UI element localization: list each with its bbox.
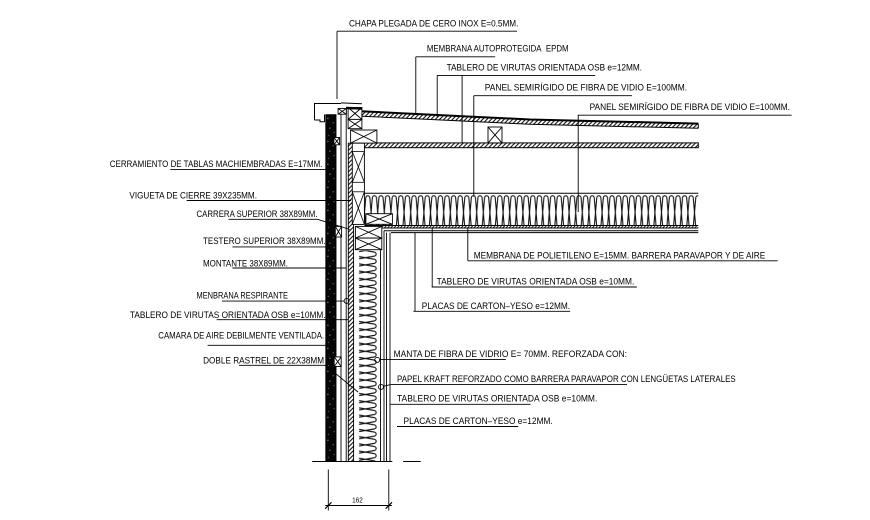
svg-text:TESTERO SUPERIOR 38X89MM.: TESTERO SUPERIOR 38X89MM. (203, 236, 326, 247)
svg-text:CHAPA PLEGADA DE CERO INOX E=0: CHAPA PLEGADA DE CERO INOX E=0.5MM. (349, 19, 518, 30)
svg-text:MONTANTE 38X89MM.: MONTANTE 38X89MM. (203, 259, 288, 270)
svg-text:TABLERO DE VIRUTAS ORIENTADA O: TABLERO DE VIRUTAS ORIENTADA OSB e=10MM. (397, 394, 597, 405)
svg-text:CERRAMIENTO DE TABLAS MACHIEMB: CERRAMIENTO DE TABLAS MACHIEMBRADAS E=17… (110, 159, 323, 170)
svg-text:MANTA DE FIBRA DE VIDRIO E= 70: MANTA DE FIBRA DE VIDRIO E= 70MM. REFORZ… (394, 349, 627, 360)
svg-text:PAPEL KRAFT REFORZADO COMO BAR: PAPEL KRAFT REFORZADO COMO BARRERA PARAV… (397, 374, 736, 385)
svg-text:CAMARA DE AIRE DEBILMENTE VENT: CAMARA DE AIRE DEBILMENTE VENTILADA. (158, 331, 324, 342)
svg-text:PLACAS DE CARTON–YESO e=12MM.: PLACAS DE CARTON–YESO e=12MM. (404, 416, 553, 427)
svg-text:PLACAS DE CARTON–YESO e=12MM.: PLACAS DE CARTON–YESO e=12MM. (422, 301, 570, 312)
svg-text:PANEL SEMIRÍGIDO DE FIBRA DE V: PANEL SEMIRÍGIDO DE FIBRA DE VIDIO E=100… (590, 102, 790, 113)
svg-text:TABLERO DE VIRUTAS ORIENTADA O: TABLERO DE VIRUTAS ORIENTADA OSB e=10MM. (130, 310, 326, 321)
svg-text:MEMBRANA AUTOPROTEGIDA EPDM: MEMBRANA AUTOPROTEGIDA EPDM (427, 43, 569, 54)
svg-text:MEMBRANA DE POLIETILENO E=15MM: MEMBRANA DE POLIETILENO E=15MM. BARRERA … (474, 251, 766, 262)
svg-text:TABLERO DE VIRUTAS ORIENTADA O: TABLERO DE VIRUTAS ORIENTADA OSB e=10MM. (437, 276, 635, 287)
svg-text:162: 162 (352, 498, 363, 505)
svg-text:CARRERA SUPERIOR 38X89MM.: CARRERA SUPERIOR 38X89MM. (197, 209, 318, 220)
svg-text:DOBLE RASTREL DE 22X38MM: DOBLE RASTREL DE 22X38MM (203, 355, 324, 366)
svg-text:MENBRANA RESPIRANTE: MENBRANA RESPIRANTE (197, 291, 289, 302)
svg-text:PANEL SEMIRÍGIDO DE FIBRA DE V: PANEL SEMIRÍGIDO DE FIBRA DE VIDIO E=100… (485, 82, 687, 93)
svg-text:TABLERO DE VIRUTAS ORIENTADA O: TABLERO DE VIRUTAS ORIENTADA OSB e=12MM. (447, 62, 642, 73)
svg-text:VIGUETA DE CIERRE 39X235MM.: VIGUETA DE CIERRE 39X235MM. (129, 190, 257, 201)
